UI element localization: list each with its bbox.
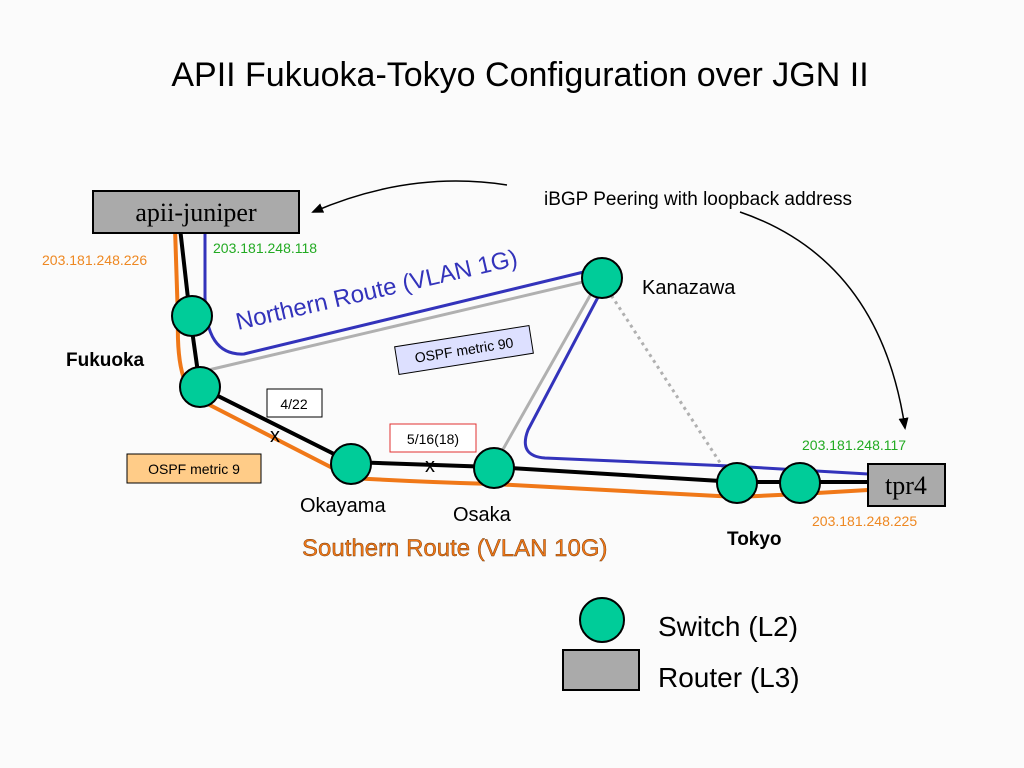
switch-fukuoka-lower[interactable] bbox=[179, 366, 221, 408]
switch-okayama[interactable] bbox=[330, 443, 372, 485]
ip-apii-south: 203.181.248.226 bbox=[42, 252, 147, 268]
ospf-metric-9-label: OSPF metric 9 bbox=[148, 461, 240, 477]
legend-switch-label: Switch (L2) bbox=[658, 611, 798, 642]
router-tpr4-label: tpr4 bbox=[885, 471, 927, 500]
switch-tokyo-1[interactable] bbox=[716, 462, 758, 504]
kanazawa-tokyo-dotted-link bbox=[598, 277, 732, 479]
ibgp-arrow-apii bbox=[311, 180, 508, 213]
ip-apii-north: 203.181.248.118 bbox=[213, 240, 317, 256]
switch-fukuoka-upper[interactable] bbox=[171, 295, 213, 337]
legend-router-label: Router (L3) bbox=[658, 662, 800, 693]
ibgp-arrow-tpr4 bbox=[739, 211, 909, 430]
location-osaka: Osaka bbox=[453, 504, 512, 526]
ospf-metric-90-box: OSPF metric 90 bbox=[394, 324, 534, 376]
outage-box-4-22: 4/22 bbox=[266, 388, 323, 418]
router-tpr4[interactable]: tpr4 bbox=[867, 463, 946, 507]
router-tpr4-box bbox=[867, 463, 946, 507]
outage-box-5-16: 5/16(18) bbox=[389, 423, 477, 453]
ibgp-annotation: iBGP Peering with loopback address bbox=[544, 189, 852, 210]
location-okayama: Okayama bbox=[300, 495, 386, 517]
fukuoka-kanazawa-link bbox=[199, 276, 601, 374]
location-fukuoka: Fukuoka bbox=[66, 350, 145, 371]
outage-4-22-label: 4/22 bbox=[280, 396, 307, 412]
break-mark-fukuoka-okayama: x bbox=[270, 425, 280, 447]
southern-route-label: Southern Route (VLAN 10G) bbox=[302, 535, 608, 562]
ip-tpr4-north: 203.181.248.117 bbox=[802, 437, 906, 453]
switch-osaka[interactable] bbox=[473, 447, 515, 489]
kanazawa-osaka-link bbox=[491, 277, 602, 468]
legend: Switch (L2) Router (L3) bbox=[562, 597, 800, 693]
ospf-metric-9-box: OSPF metric 9 bbox=[126, 453, 262, 484]
router-apii-juniper-box bbox=[92, 190, 300, 234]
page-title: APII Fukuoka-Tokyo Configuration over JG… bbox=[171, 56, 868, 94]
switch-kanazawa[interactable] bbox=[581, 257, 623, 299]
ip-tpr4-south: 203.181.248.225 bbox=[812, 513, 917, 529]
outage-5-16-rect bbox=[389, 423, 477, 453]
location-kanazawa: Kanazawa bbox=[642, 277, 736, 299]
outage-5-16-label: 5/16(18) bbox=[407, 431, 459, 447]
router-apii-juniper[interactable]: apii-juniper bbox=[92, 190, 300, 234]
ospf-metric-90-rect bbox=[394, 324, 534, 376]
switch-tokyo-2[interactable] bbox=[779, 462, 821, 504]
southern-route-path bbox=[173, 227, 869, 499]
outage-4-22-rect bbox=[266, 388, 323, 418]
legend-switch-icon bbox=[579, 597, 625, 643]
location-tokyo: Tokyo bbox=[727, 529, 782, 550]
break-mark-okayama-osaka: x bbox=[425, 455, 435, 477]
ospf-metric-9-rect bbox=[126, 453, 262, 484]
legend-router-icon bbox=[562, 649, 640, 691]
router-apii-juniper-label: apii-juniper bbox=[135, 198, 257, 227]
